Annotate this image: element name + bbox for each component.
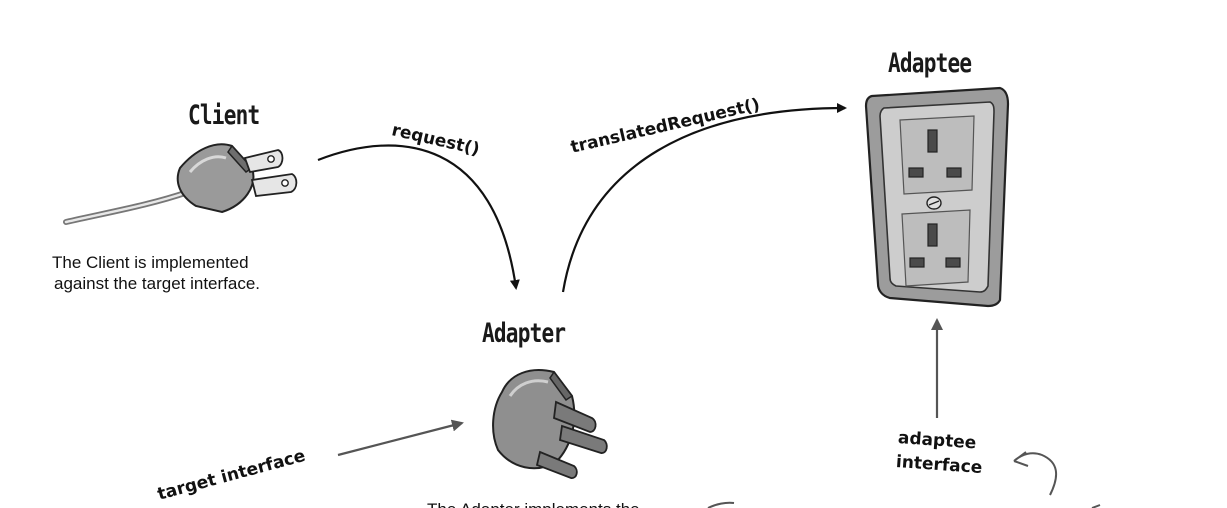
adaptee-title: Adaptee (888, 48, 972, 79)
adapter-note: The Adapter implements the (427, 499, 640, 508)
client-note-line-2: against the target interface. (54, 274, 261, 293)
adapter-title: Adapter (482, 318, 566, 349)
client-title: Client (188, 100, 260, 131)
curly-pointer-right (1013, 451, 1058, 496)
target-interface-arrow (337, 419, 464, 457)
request-arrow (317, 144, 520, 290)
translated-request-arrow (561, 103, 847, 293)
curly-pointer-bottom (707, 501, 735, 508)
adapter-note-line-1: The Adapter implements the (427, 499, 640, 508)
client-note: The Client is implemented against the ta… (52, 252, 260, 294)
client-note-line-1: The Client is implemented (52, 253, 249, 272)
